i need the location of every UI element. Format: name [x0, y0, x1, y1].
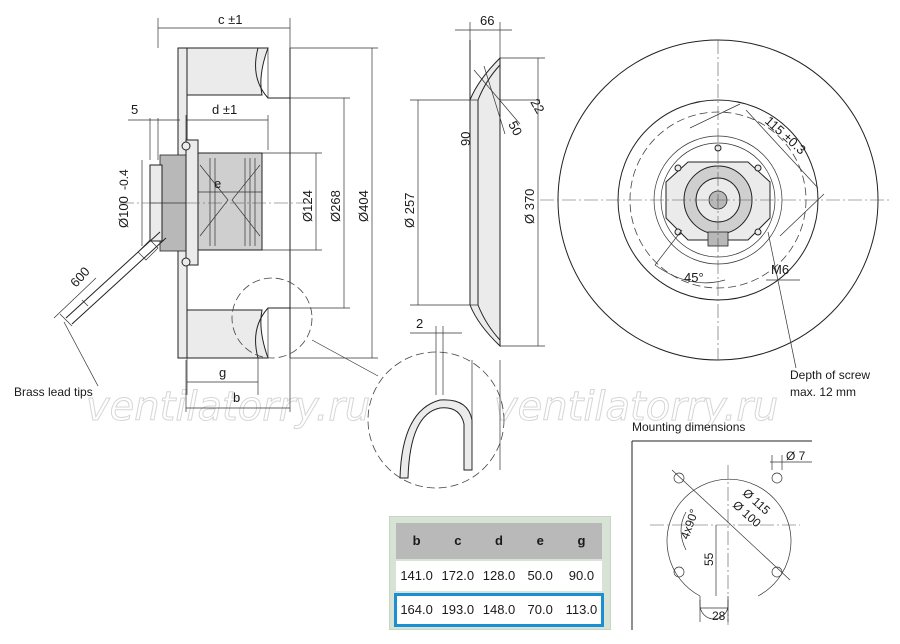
- mount-title: Mounting dimensions: [632, 420, 745, 434]
- inlet-ring-view: 66 90 50 22 Ø 257 Ø 370 2: [311, 13, 548, 489]
- dim-d257: Ø 257: [402, 193, 417, 228]
- dim-90: 90: [458, 132, 473, 146]
- table-header-d: d: [495, 533, 503, 548]
- front-view: 115 ±0.3 45° M6 Depth of screw max. 12 m…: [540, 39, 890, 399]
- watermark-right: ventilatorry.ru: [494, 384, 778, 430]
- dim-d404: Ø404: [356, 190, 371, 222]
- side-view: c ±1 5 d ±1 e Ø100 -0.4 Ø124 Ø268: [14, 12, 378, 412]
- dim-d370: Ø 370: [522, 189, 537, 224]
- dim-45deg: 45°: [684, 270, 704, 285]
- dimension-table: b c d e g 141.0 172.0 128.0 50.0 90.0 16…: [389, 516, 611, 630]
- dim-50: 50: [505, 118, 525, 138]
- table-cell: 141.0: [400, 568, 433, 583]
- dim-2: 2: [416, 316, 423, 331]
- table-cell: 113.0: [565, 602, 598, 617]
- dim-d268: Ø268: [328, 190, 343, 222]
- table-row-highlighted: 164.0 193.0 148.0 70.0 113.0: [394, 593, 604, 627]
- table-header-g: g: [577, 533, 586, 548]
- dim-e: e: [214, 176, 221, 191]
- table-row: 141.0 172.0 128.0 50.0 90.0: [396, 561, 602, 591]
- dim-5: 5: [131, 102, 138, 117]
- table-cell: 193.0: [441, 602, 475, 617]
- table-cell: 50.0: [527, 568, 553, 583]
- dim-22: 22: [527, 96, 547, 116]
- watermark-left: ventilatorry.ru: [86, 384, 370, 430]
- table-cell: 128.0: [482, 568, 516, 583]
- dim-b: b: [233, 390, 240, 405]
- dim-c-tol: c ±1: [218, 12, 242, 27]
- table-cell: 172.0: [441, 568, 475, 583]
- table-header-row: b c d e g: [396, 523, 602, 559]
- table-cell: 164.0: [400, 602, 433, 617]
- table-header-b: b: [412, 533, 421, 548]
- table-cell: 90.0: [568, 568, 595, 583]
- dim-d100: Ø100: [116, 196, 131, 228]
- dim-66: 66: [480, 13, 494, 28]
- mount-d7: Ø 7: [786, 449, 806, 463]
- label-brass-lead-tips: Brass lead tips: [14, 385, 93, 399]
- dim-d100-tol: -0.4: [117, 169, 131, 190]
- table-header-e: e: [536, 533, 544, 548]
- dim-d124: Ø124: [300, 190, 315, 222]
- table-header-c: c: [454, 533, 462, 548]
- dim-g: g: [219, 365, 226, 380]
- dim-m6: M6: [771, 262, 789, 277]
- mount-55: 55: [702, 552, 716, 566]
- label-depth-of-screw: Depth of screw: [790, 368, 870, 382]
- label-depth-max: max. 12 mm: [790, 385, 856, 399]
- table-cell: 70.0: [527, 602, 553, 617]
- mounting-dimensions: Mounting dimensions Ø 115 Ø 100 Ø 7 4x90…: [631, 420, 812, 630]
- mount-28: 28: [712, 609, 726, 623]
- mount-4x90: 4x90°: [678, 507, 702, 541]
- table-cell: 148.0: [482, 602, 516, 617]
- dim-d-tol: d ±1: [212, 102, 237, 117]
- dim-600: 600: [67, 264, 93, 290]
